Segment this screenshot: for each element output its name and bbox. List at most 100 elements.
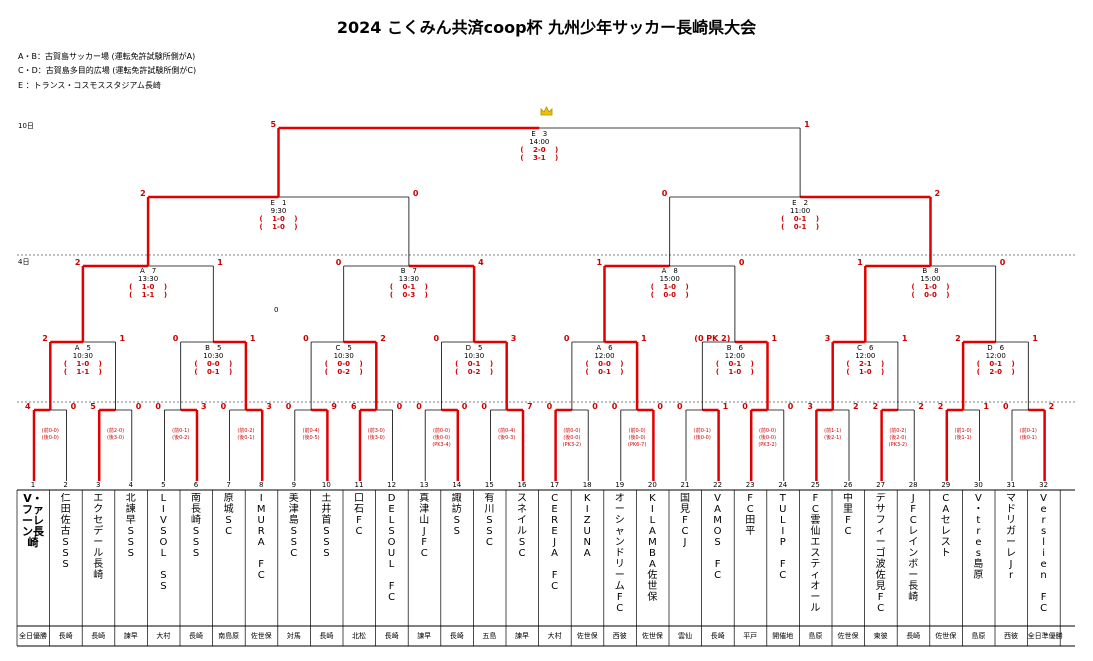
match-time: 14:00	[529, 138, 550, 146]
match-court: B 8	[922, 267, 939, 275]
match-half-score: ( 0-2 )	[455, 368, 494, 376]
team-name: 美 津 島 S S C	[288, 493, 299, 559]
match-score: 0	[661, 189, 668, 198]
team-name: 土 井 首 S S S	[321, 493, 332, 559]
match-half-score: ( 1-0 )	[846, 368, 885, 376]
match-score: 0	[742, 402, 748, 411]
match-score: 3	[824, 334, 831, 343]
team-number: 9	[291, 481, 297, 489]
team-name: ス ネ イ ル S C	[517, 493, 527, 559]
match-score: 2	[937, 402, 944, 411]
team-name: C A セ レ ス ト	[940, 493, 951, 559]
match-score: 4	[478, 258, 484, 267]
team-number: 3	[95, 481, 101, 489]
match-court: B 7	[400, 267, 418, 275]
team-region: 大村	[156, 632, 171, 640]
match-score: 2	[853, 402, 859, 411]
match-time: 12:00	[594, 352, 615, 360]
team-number: 25	[810, 481, 820, 489]
penalty-breakdown: (前0-2) (後0-1)	[237, 428, 255, 441]
match-half-score: ( 1-0 )	[650, 283, 689, 291]
match-half-score: ( 0-0 )	[194, 360, 233, 368]
match-score: 0	[70, 402, 77, 411]
match-score: 0	[738, 258, 745, 267]
match-half-score: ( 0-1 )	[781, 223, 820, 231]
team-region: 諫早	[123, 632, 138, 640]
match-half-score: ( 0-1 )	[455, 360, 494, 368]
match-half-score: ( 1-1 )	[63, 368, 102, 376]
match-half-score: ( 1-0 )	[129, 283, 168, 291]
team-region: 開催地	[772, 632, 794, 640]
team-name: F C 田 平	[745, 493, 756, 537]
penalty-breakdown: (前0-0) (後0-0) (PK3-2)	[758, 428, 777, 448]
team-name: F C 雲 仙 エ ス テ ィ オ ー ル	[810, 493, 821, 614]
match-half-score: ( 2-0 )	[520, 146, 559, 154]
match-score: 1	[596, 258, 603, 267]
match-score: 7	[527, 402, 533, 411]
team-number: 11	[354, 481, 364, 489]
match-score: 2	[140, 189, 146, 198]
match-half-score: ( 2-1 )	[846, 360, 885, 368]
team-region: 西彼	[1004, 632, 1018, 640]
match-score: 2	[380, 334, 386, 343]
match-score: 0	[416, 402, 422, 411]
team-region: 全日優勝	[19, 632, 47, 640]
penalty-breakdown: (前2-0) (後3-0)	[106, 428, 125, 441]
match-score: 0	[135, 402, 142, 411]
team-number: 30	[973, 481, 983, 489]
venue-note: C・D：古賀島多目的広場 (運転免許試験所側がC)	[18, 66, 197, 75]
team-region: 佐世保	[576, 632, 598, 640]
match-score: 0	[481, 402, 487, 411]
team-number: 7	[226, 481, 231, 489]
venue-note: A・B：古賀島サッカー場 (運転免許試験所側がA)	[18, 52, 196, 61]
match-half-score: ( 0-0 )	[585, 360, 624, 368]
penalty-breakdown: (前0-4) (後0-3)	[498, 428, 516, 441]
match-court: C 6	[857, 344, 874, 352]
match-court: A 6	[596, 344, 613, 352]
match-score: 0	[563, 334, 570, 343]
team-number: 13	[419, 481, 429, 489]
match-score: 2	[872, 402, 879, 411]
match-time: 12:00	[985, 352, 1006, 360]
match-score: 1	[641, 334, 647, 343]
match-score: 3	[807, 402, 813, 411]
match-score: 1	[722, 402, 729, 411]
match-time: 12:00	[724, 352, 745, 360]
team-region: 長崎	[906, 632, 921, 640]
match-score: 0	[433, 334, 440, 343]
team-region: 対馬	[286, 632, 301, 640]
match-time: 13:30	[138, 275, 159, 283]
day-label: 4日	[18, 258, 30, 266]
match-half-score: ( 0-1 )	[781, 215, 820, 223]
team-number: 6	[193, 481, 199, 489]
team-region: 北松	[352, 632, 366, 640]
match-score: 0	[1003, 402, 1009, 411]
match-court: A 8	[661, 267, 678, 275]
match-half-score: ( 3-1 )	[520, 154, 559, 162]
team-name: V A M O S F C	[713, 493, 722, 581]
team-number: 8	[258, 481, 264, 489]
team-name: D E L S O U L F C	[387, 493, 396, 603]
team-name: 南 長 崎 S S S	[191, 493, 201, 559]
match-score: 0	[461, 402, 468, 411]
match-court: D 6	[987, 344, 1005, 352]
team-number: 16	[517, 481, 527, 489]
team-number: 18	[582, 481, 592, 489]
match-score: 0	[285, 402, 292, 411]
match-court: E 2	[792, 199, 809, 207]
team-region: 佐世保	[250, 632, 272, 640]
team-name: デ サ フ ィ ー ゴ 波 佐 見 F C	[875, 493, 886, 614]
match-score: 0	[677, 402, 683, 411]
match-score: 2	[42, 334, 48, 343]
penalty-breakdown: (前0-2) (後2-0) (PK3-2)	[888, 428, 908, 448]
team-name: V・ ファーレン長崎	[22, 493, 44, 549]
team-name: マ ド リ ガ ー レ J r	[1006, 493, 1016, 581]
